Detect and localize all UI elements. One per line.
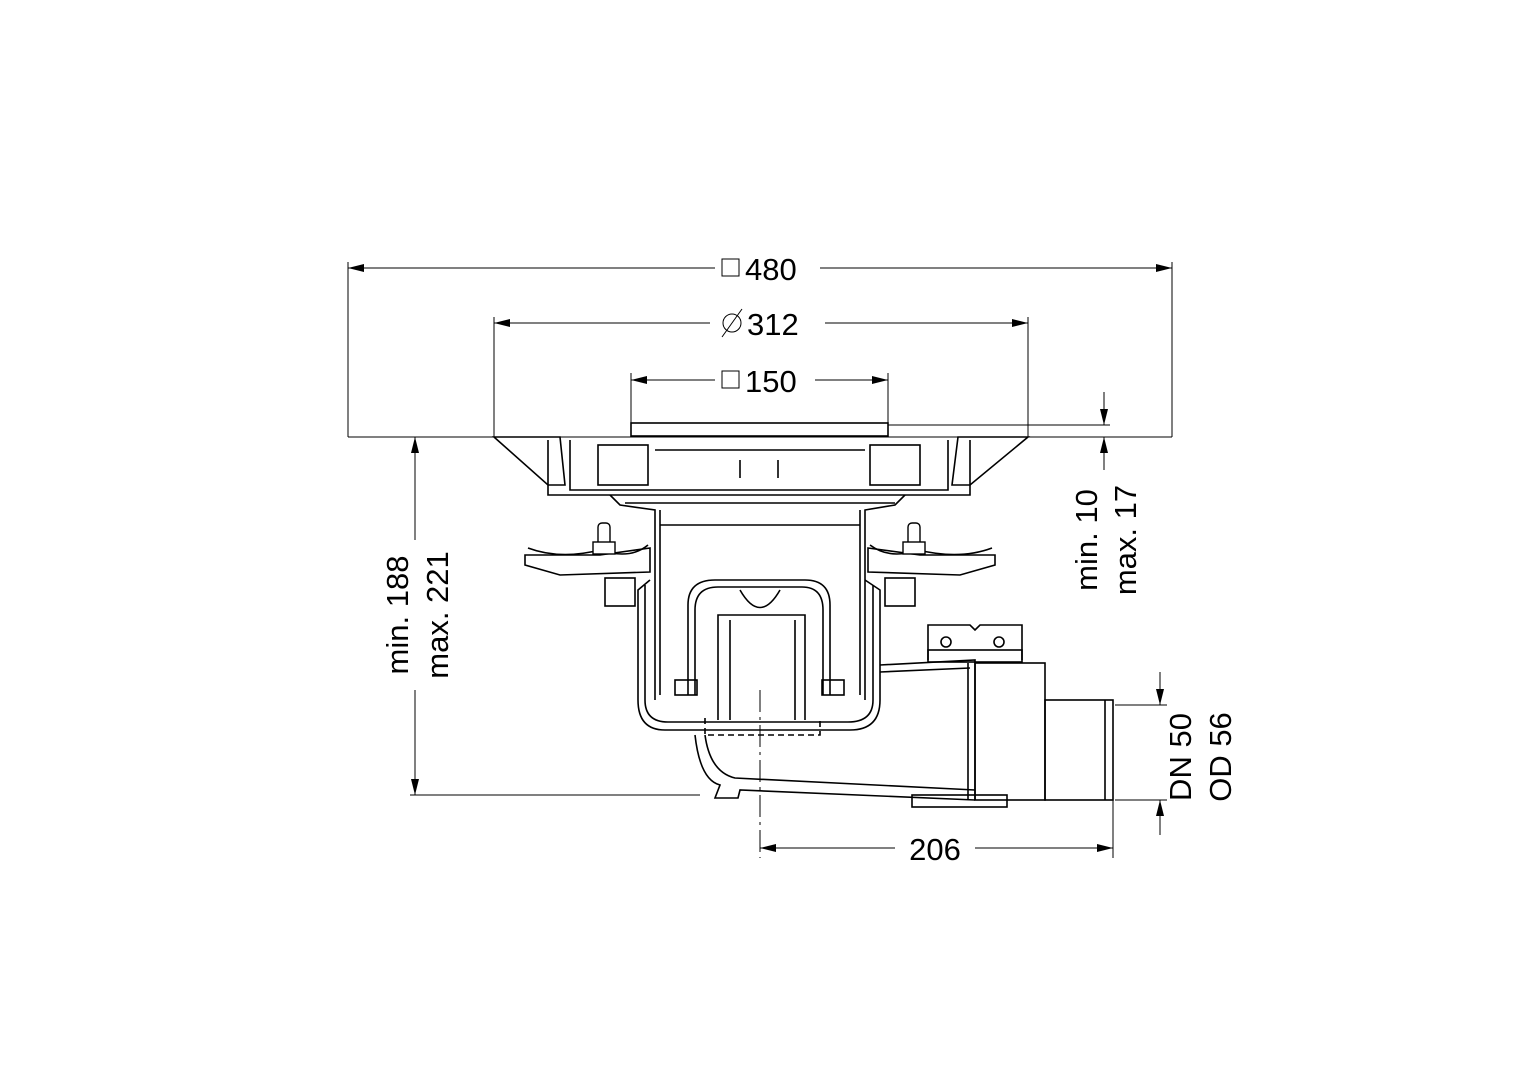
dimension-outlet: DN 50 OD 56	[1115, 672, 1238, 835]
dimension-150: 150	[630, 364, 889, 425]
dimension-480: 480	[347, 252, 1173, 437]
diameter-symbol-icon	[721, 308, 743, 338]
square-symbol-icon	[721, 370, 740, 389]
square-symbol-icon	[721, 258, 740, 277]
drain-body	[491, 422, 1114, 808]
dimension-206: 206	[759, 690, 1114, 867]
grate-height-min: min. 10	[1069, 489, 1104, 591]
outlet-od: OD 56	[1203, 712, 1238, 802]
total-height-min: min. 188	[380, 556, 415, 675]
dimension-206-label: 206	[909, 832, 961, 867]
mounting-hole-icon	[940, 636, 952, 648]
dimension-150-label: 150	[745, 364, 797, 399]
mounting-hole-icon	[993, 636, 1005, 648]
dimension-312: 312	[493, 307, 1029, 437]
total-height-max: max. 221	[420, 551, 455, 679]
outlet-dn: DN 50	[1163, 713, 1198, 801]
dimension-total-height: min. 188 max. 221	[380, 437, 700, 796]
dimension-480-label: 480	[745, 252, 797, 287]
dimension-grate-height: min. 10 max. 17	[888, 392, 1143, 595]
grate-height-max: max. 17	[1108, 485, 1143, 595]
dimension-312-label: 312	[747, 307, 799, 342]
